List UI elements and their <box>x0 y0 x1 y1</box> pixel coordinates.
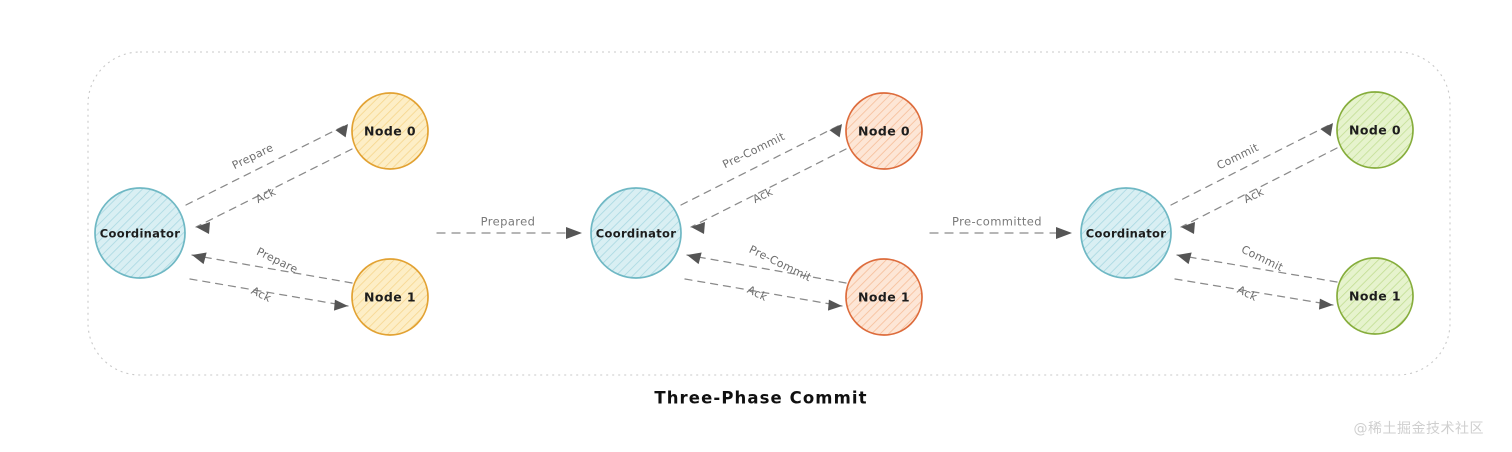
edge-p1-coord-node1: Prepare Ack <box>189 245 353 311</box>
diagram-container-outline <box>87 51 1451 376</box>
phase2-node-1-label: Node 1 <box>858 290 910 305</box>
phase2-coordinator-label: Coordinator <box>596 227 676 241</box>
edge-label-p3-commit-bottom: Commit <box>1239 243 1286 275</box>
edge-p3-coord-node0: Commit Ack <box>1170 122 1338 234</box>
edge-label-p1-prepare-top: Prepare <box>230 141 276 172</box>
edge-label-p2-precommit-top: Pre-Commit <box>721 130 788 172</box>
edge-label-p1-ack-top: Ack <box>254 185 279 206</box>
phase-1-group: Prepare Ack Prepare Ack Coordinator Node… <box>94 92 429 336</box>
transition-label-pre-committed: Pre-committed <box>952 215 1042 229</box>
edge-label-p2-ack-top: Ack <box>751 185 776 206</box>
phase-2-group: Pre-Commit Ack Pre-Commit Ack Coordinato… <box>590 92 923 336</box>
edge-label-p2-precommit-bottom: Pre-Commit <box>747 243 814 285</box>
edge-label-p1-prepare-bottom: Prepare <box>254 245 300 276</box>
edge-p2-coord-node0: Pre-Commit Ack <box>680 123 847 234</box>
edge-label-p1-ack-bottom: Ack <box>249 284 274 305</box>
phase2-node-0-circle[interactable] <box>845 92 923 170</box>
edge-label-p3-ack-bottom: Ack <box>1235 283 1260 304</box>
phase1-node-0-circle[interactable] <box>351 92 429 170</box>
phase1-node-1-label: Node 1 <box>364 290 416 305</box>
edge-p1-coord-node0: Prepare Ack <box>185 123 353 234</box>
transition-label-prepared: Prepared <box>481 215 536 229</box>
edge-label-p3-commit-top: Commit <box>1215 141 1262 173</box>
transition-pre-committed: Pre-committed <box>929 215 1072 239</box>
phase1-coordinator-circle[interactable] <box>94 187 186 279</box>
phase1-node-0-label: Node 0 <box>364 124 416 139</box>
edge-p2-coord-node1: Pre-Commit Ack <box>684 243 847 311</box>
phase3-node-1-label: Node 1 <box>1349 289 1401 304</box>
phase3-coordinator-label: Coordinator <box>1086 227 1166 241</box>
edge-label-p3-ack-top: Ack <box>1242 185 1267 206</box>
phase3-node-0-circle[interactable] <box>1336 91 1414 169</box>
phase1-node-1-circle[interactable] <box>351 258 429 336</box>
edge-p3-coord-node1: Commit Ack <box>1174 243 1338 310</box>
watermark: @稀土掘金技术社区 <box>1353 421 1484 437</box>
phase-3-group: Commit Ack Commit Ack Coordinator Node 0… <box>1080 91 1414 335</box>
transition-prepared: Prepared <box>436 215 582 239</box>
edge-label-p2-ack-bottom: Ack <box>745 283 770 304</box>
phase3-coordinator-circle[interactable] <box>1080 187 1172 279</box>
phase3-node-1-circle[interactable] <box>1336 257 1414 335</box>
phase2-coordinator-circle[interactable] <box>590 187 682 279</box>
phase1-coordinator-label: Coordinator <box>100 227 180 241</box>
phase2-node-0-label: Node 0 <box>858 124 910 139</box>
phase3-node-0-label: Node 0 <box>1349 123 1401 138</box>
phase2-node-1-circle[interactable] <box>845 258 923 336</box>
diagram-caption: Three-Phase Commit <box>654 389 867 408</box>
